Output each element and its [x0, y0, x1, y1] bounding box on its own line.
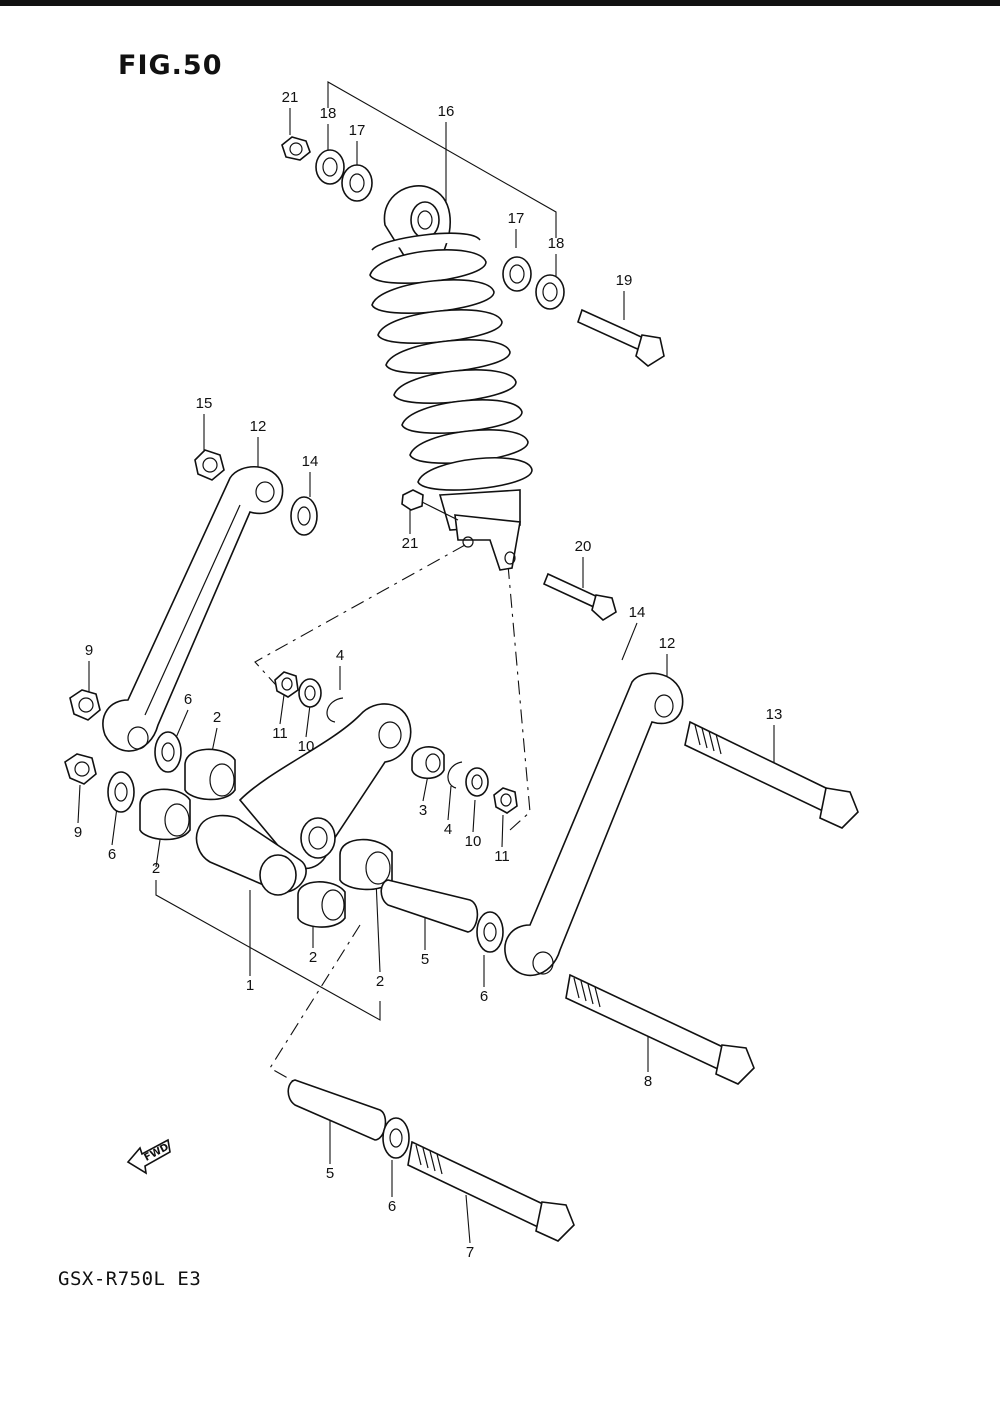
callout-2: 2 — [152, 860, 160, 877]
left-cushion-rod — [102, 465, 284, 752]
top-border-rule — [0, 0, 1000, 6]
callout-16: 16 — [438, 103, 455, 120]
callout-2: 2 — [309, 949, 317, 966]
bolts — [407, 720, 859, 1242]
lower-bearings-and-spacers — [287, 838, 504, 1159]
collar-and-circlip-parts — [274, 671, 518, 814]
callout-9: 9 — [85, 642, 93, 659]
callout-12: 12 — [659, 635, 676, 652]
callout-3: 3 — [419, 802, 427, 819]
callout-7: 7 — [466, 1244, 474, 1261]
callout-2: 2 — [213, 709, 221, 726]
callout-11: 11 — [272, 725, 288, 742]
callout-6: 6 — [108, 846, 116, 863]
callout-19: 19 — [616, 272, 633, 289]
rear-shock-absorber — [369, 185, 533, 571]
callout-6: 6 — [184, 691, 192, 708]
callout-18: 18 — [320, 105, 337, 122]
callout-5: 5 — [326, 1165, 334, 1182]
callout-6: 6 — [480, 988, 488, 1005]
left-hardware — [64, 689, 236, 841]
callout-6: 6 — [388, 1198, 396, 1215]
figure-title: FIG.50 — [118, 50, 223, 81]
callout-4: 4 — [336, 647, 344, 664]
top-hardware — [194, 136, 665, 621]
bracket-lines — [77, 81, 775, 1244]
callout-18: 18 — [548, 235, 565, 252]
callout-17: 17 — [349, 122, 366, 139]
callout-20: 20 — [575, 538, 592, 555]
right-cushion-rod — [504, 672, 684, 977]
callout-21: 21 — [282, 89, 299, 106]
callout-10: 10 — [298, 738, 315, 755]
fwd-arrow-icon: FWD — [126, 1138, 171, 1175]
callout-11: 11 — [494, 848, 510, 865]
model-code-label: GSX-R750L E3 — [58, 1268, 202, 1290]
callout-10: 10 — [465, 833, 482, 850]
callout-8: 8 — [644, 1073, 652, 1090]
fwd-label: FWD — [143, 1142, 171, 1164]
callout-17: 17 — [508, 210, 525, 227]
callout-9: 9 — [74, 824, 82, 841]
callout-4: 4 — [444, 821, 452, 838]
callout-15: 15 — [196, 395, 213, 412]
callout-12: 12 — [250, 418, 267, 435]
callout-5: 5 — [421, 951, 429, 968]
callout-14: 14 — [302, 453, 319, 470]
callout-13: 13 — [766, 706, 783, 723]
callout-14: 14 — [629, 604, 646, 621]
callout-2: 2 — [376, 973, 384, 990]
cushion-lever — [195, 703, 412, 896]
callout-21: 21 — [402, 535, 419, 552]
callout-1: 1 — [246, 977, 254, 994]
